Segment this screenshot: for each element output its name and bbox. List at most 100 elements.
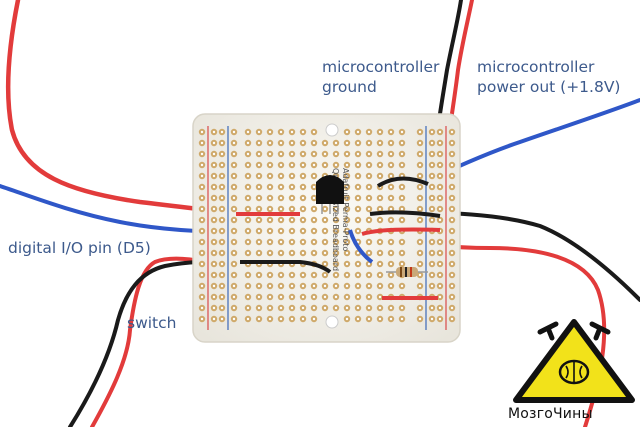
pad-hole <box>367 130 371 134</box>
pad-hole <box>290 229 294 233</box>
pad-hole <box>200 317 204 321</box>
resistor <box>386 267 428 277</box>
pad-hole <box>450 207 454 211</box>
pad-hole <box>378 196 382 200</box>
pad-hole <box>279 317 283 321</box>
pad-hole <box>345 295 349 299</box>
pad-hole <box>450 229 454 233</box>
pad-hole <box>301 163 305 167</box>
pad-hole <box>200 174 204 178</box>
pad-hole <box>212 284 216 288</box>
pad-hole <box>312 317 316 321</box>
pad-hole <box>200 240 204 244</box>
pad-hole <box>345 273 349 277</box>
pad-hole <box>220 130 224 134</box>
pad-hole <box>290 218 294 222</box>
pad-hole <box>200 141 204 145</box>
pad-hole <box>378 251 382 255</box>
pad-hole <box>301 229 305 233</box>
pad-hole <box>301 130 305 134</box>
pad-hole <box>400 130 404 134</box>
pad-hole <box>367 218 371 222</box>
pad-hole <box>290 185 294 189</box>
pad-hole <box>367 240 371 244</box>
pad-hole <box>246 240 250 244</box>
pad-hole <box>323 229 327 233</box>
pad-hole <box>312 130 316 134</box>
pad-hole <box>389 240 393 244</box>
pad-hole <box>232 152 236 156</box>
pad-hole <box>418 163 422 167</box>
pad-hole <box>356 196 360 200</box>
pad-hole <box>430 262 434 266</box>
pad-hole <box>418 152 422 156</box>
pad-hole <box>257 317 261 321</box>
pad-hole <box>367 207 371 211</box>
pad-hole <box>301 317 305 321</box>
pad-hole <box>268 284 272 288</box>
pad-hole <box>257 130 261 134</box>
pad-hole <box>279 163 283 167</box>
pad-grid <box>198 128 456 323</box>
pad-hole <box>290 174 294 178</box>
pad-hole <box>279 185 283 189</box>
pad-hole <box>257 185 261 189</box>
pad-hole <box>290 317 294 321</box>
pad-hole <box>200 152 204 156</box>
pad-hole <box>200 207 204 211</box>
pad-hole <box>356 185 360 189</box>
pad-hole <box>220 240 224 244</box>
pad-hole <box>430 196 434 200</box>
pad-hole <box>257 295 261 299</box>
pad-hole <box>356 273 360 277</box>
pad-hole <box>290 141 294 145</box>
pad-hole <box>232 273 236 277</box>
pad-hole <box>323 207 327 211</box>
pad-hole <box>389 130 393 134</box>
pad-hole <box>450 295 454 299</box>
pad-hole <box>378 174 382 178</box>
pad-hole <box>418 185 422 189</box>
pad-hole <box>246 306 250 310</box>
pad-hole <box>438 317 442 321</box>
pad-hole <box>378 295 382 299</box>
pad-hole <box>438 273 442 277</box>
pad-hole <box>323 306 327 310</box>
pad-hole <box>356 130 360 134</box>
label-digital-io-pin: digital I/O pin (D5) <box>8 239 151 257</box>
pad-hole <box>220 163 224 167</box>
pad-hole <box>279 306 283 310</box>
pad-hole <box>367 141 371 145</box>
pad-hole <box>389 251 393 255</box>
pad-hole <box>430 152 434 156</box>
pad-hole <box>450 273 454 277</box>
pad-hole <box>200 273 204 277</box>
pad-hole <box>290 306 294 310</box>
pad-hole <box>334 152 338 156</box>
pad-hole <box>232 185 236 189</box>
pad-hole <box>400 317 404 321</box>
pad-hole <box>290 284 294 288</box>
black-jumper-top <box>376 176 429 188</box>
pad-hole <box>389 152 393 156</box>
pad-hole <box>356 207 360 211</box>
pad-hole <box>450 174 454 178</box>
pad-hole <box>246 141 250 145</box>
pad-hole <box>257 163 261 167</box>
pad-hole <box>212 163 216 167</box>
pad-hole <box>367 185 371 189</box>
pad-hole <box>257 152 261 156</box>
pad-hole <box>246 273 250 277</box>
pad-hole <box>418 207 422 211</box>
pad-hole <box>334 284 338 288</box>
pad-hole <box>345 196 349 200</box>
pad-hole <box>312 229 316 233</box>
pad-hole <box>301 306 305 310</box>
pad-hole <box>323 240 327 244</box>
pad-hole <box>418 174 422 178</box>
black-jumper-left <box>240 260 332 274</box>
pad-hole <box>220 273 224 277</box>
pad-hole <box>200 185 204 189</box>
pad-hole <box>450 317 454 321</box>
pad-hole <box>212 152 216 156</box>
